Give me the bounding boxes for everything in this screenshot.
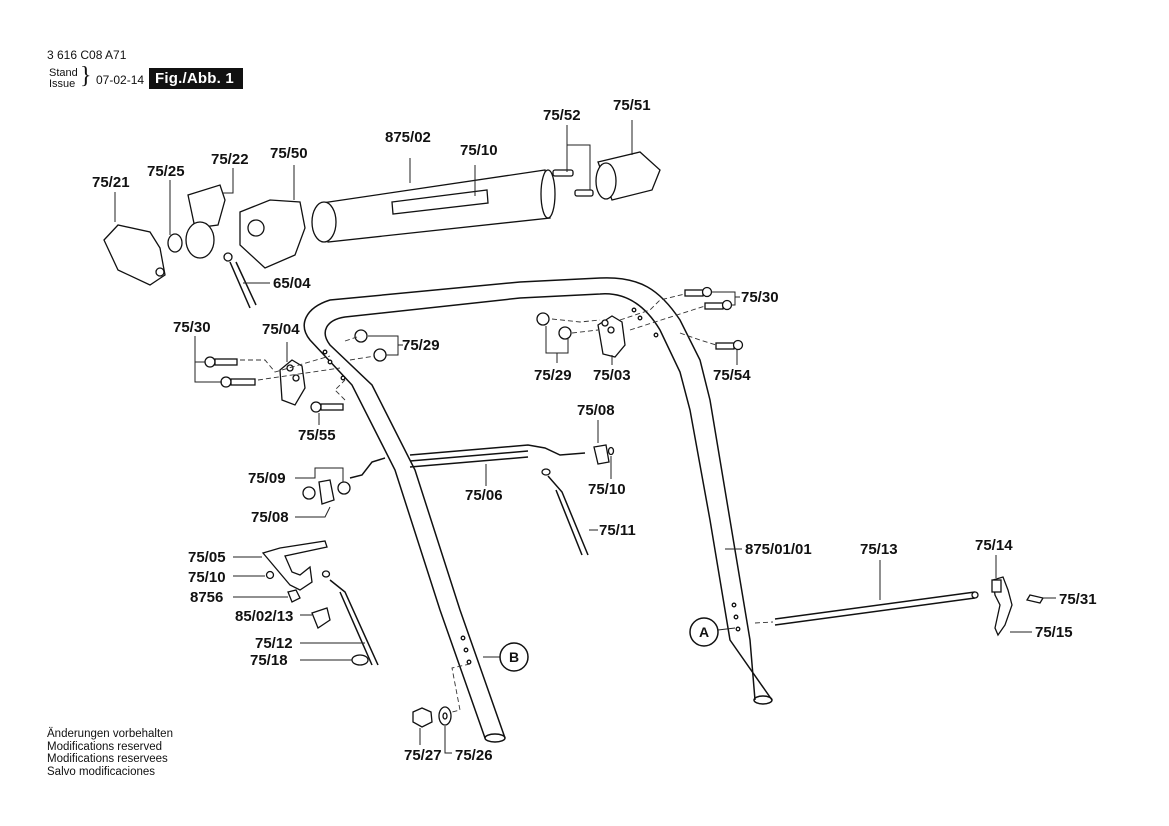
- label-75-31: 75/31: [1059, 591, 1097, 608]
- label-75-08-right: 75/08: [577, 402, 615, 419]
- part-labels: 75/21 75/25 75/22 75/50 875/02 75/10 75/…: [92, 97, 1097, 764]
- part-75-29-left-nuts: [354, 329, 387, 362]
- part-75-55-screw: [310, 401, 344, 413]
- label-875-01-01: 875/01/01: [745, 541, 812, 558]
- label-85-02-13: 85/02/13: [235, 608, 293, 625]
- label-8756: 8756: [190, 589, 223, 606]
- label-75-22: 75/22: [211, 151, 249, 168]
- label-75-10-right: 75/10: [588, 481, 626, 498]
- label-75-18: 75/18: [250, 652, 288, 669]
- part-75-11-cable: [541, 468, 589, 556]
- part-75-12-cable: [321, 570, 379, 666]
- callout-a-label: A: [699, 624, 709, 640]
- figure-label: Fig./Abb. 1: [149, 68, 243, 89]
- label-75-52: 75/52: [543, 107, 581, 124]
- part-75-21-grip-end: [103, 224, 166, 286]
- label-75-03: 75/03: [593, 367, 631, 384]
- part-85-02-13-clip: [311, 607, 331, 629]
- label-75-29-right: 75/29: [534, 367, 572, 384]
- notice-french: Modifications reservees: [47, 753, 168, 765]
- part-75-50-housing: [239, 199, 306, 269]
- label-75-15: 75/15: [1035, 624, 1073, 641]
- callout-b-label: B: [509, 649, 519, 665]
- label-75-12: 75/12: [255, 635, 293, 652]
- part-75-06-linkage-rod: [349, 444, 586, 479]
- handle-frame: [303, 277, 773, 743]
- notice-german: Änderungen vorbehalten: [47, 728, 173, 740]
- part-75-31-pin: [1025, 594, 1045, 604]
- label-875-02: 875/02: [385, 129, 431, 146]
- label-75-06: 75/06: [465, 487, 503, 504]
- part-75-18-nut: [351, 654, 369, 666]
- notice-english: Modifications reserved: [47, 740, 163, 753]
- modifications-notice: Änderungen vorbehalten Modifications res…: [47, 728, 173, 778]
- label-75-21: 75/21: [92, 174, 130, 191]
- label-75-04: 75/04: [262, 321, 300, 338]
- label-75-09: 75/09: [248, 470, 286, 487]
- label-75-54: 75/54: [713, 367, 751, 384]
- callout-a: A: [689, 617, 719, 647]
- part-75-29-right-nuts: [536, 312, 572, 340]
- label-75-51: 75/51: [613, 97, 651, 114]
- part-75-30-right-screws: [684, 286, 733, 311]
- part-75-08-left-clip: [318, 479, 335, 505]
- label-75-27: 75/27: [404, 747, 442, 764]
- part-75-26-washer: [438, 706, 452, 726]
- brace-symbol: }: [80, 63, 92, 89]
- part-75-22-switch-lever: [185, 184, 226, 259]
- stand-issue-label: Stand Issue: [49, 68, 78, 90]
- part-75-10-right-pin: [607, 446, 615, 456]
- part-75-54-screw: [715, 339, 744, 351]
- label-75-30-right: 75/30: [741, 289, 779, 306]
- document-number: 3 616 C08 A71: [47, 48, 127, 62]
- part-75-27-knob-nut: [412, 707, 433, 728]
- label-75-14: 75/14: [975, 537, 1013, 554]
- part-75-04-bracket: [279, 359, 306, 406]
- label-75-08-left: 75/08: [251, 509, 289, 526]
- part-75-25-ring: [167, 233, 183, 253]
- label-75-13: 75/13: [860, 541, 898, 558]
- part-65-04-cable: [223, 252, 257, 309]
- part-875-02-tube: [311, 169, 556, 243]
- part-75-03-bracket: [597, 315, 626, 358]
- label-75-55: 75/55: [298, 427, 336, 444]
- label-75-50: 75/50: [270, 145, 308, 162]
- label-75-30-left: 75/30: [173, 319, 211, 336]
- part-75-09-bushings: [302, 481, 351, 500]
- part-75-52-springs: [552, 169, 594, 197]
- label-65-04: 65/04: [273, 275, 311, 292]
- label-75-05: 75/05: [188, 549, 226, 566]
- label-75-25: 75/25: [147, 163, 185, 180]
- part-75-05-lever: [261, 540, 328, 591]
- stand-label: Stand: [49, 67, 78, 79]
- label-75-10-top: 75/10: [460, 142, 498, 159]
- callout-b: B: [499, 642, 529, 672]
- part-8756-cam: [287, 589, 301, 603]
- label-75-26: 75/26: [455, 747, 493, 764]
- label-75-10-left: 75/10: [188, 569, 226, 586]
- issue-label: Issue: [49, 78, 76, 90]
- issue-date: 07-02-14: [96, 73, 145, 87]
- label-75-29-left: 75/29: [402, 337, 440, 354]
- part-75-51-end-cap: [595, 151, 661, 201]
- part-75-08-right-clip: [593, 444, 610, 465]
- part-75-10-left-pin: [265, 570, 275, 580]
- label-75-11: 75/11: [599, 522, 636, 539]
- notice-spanish: Salvo modificaciones: [47, 765, 156, 778]
- part-75-13-rod: [754, 591, 979, 626]
- leader-lines: [114, 120, 1056, 754]
- part-75-14-lever-head: [991, 576, 1013, 637]
